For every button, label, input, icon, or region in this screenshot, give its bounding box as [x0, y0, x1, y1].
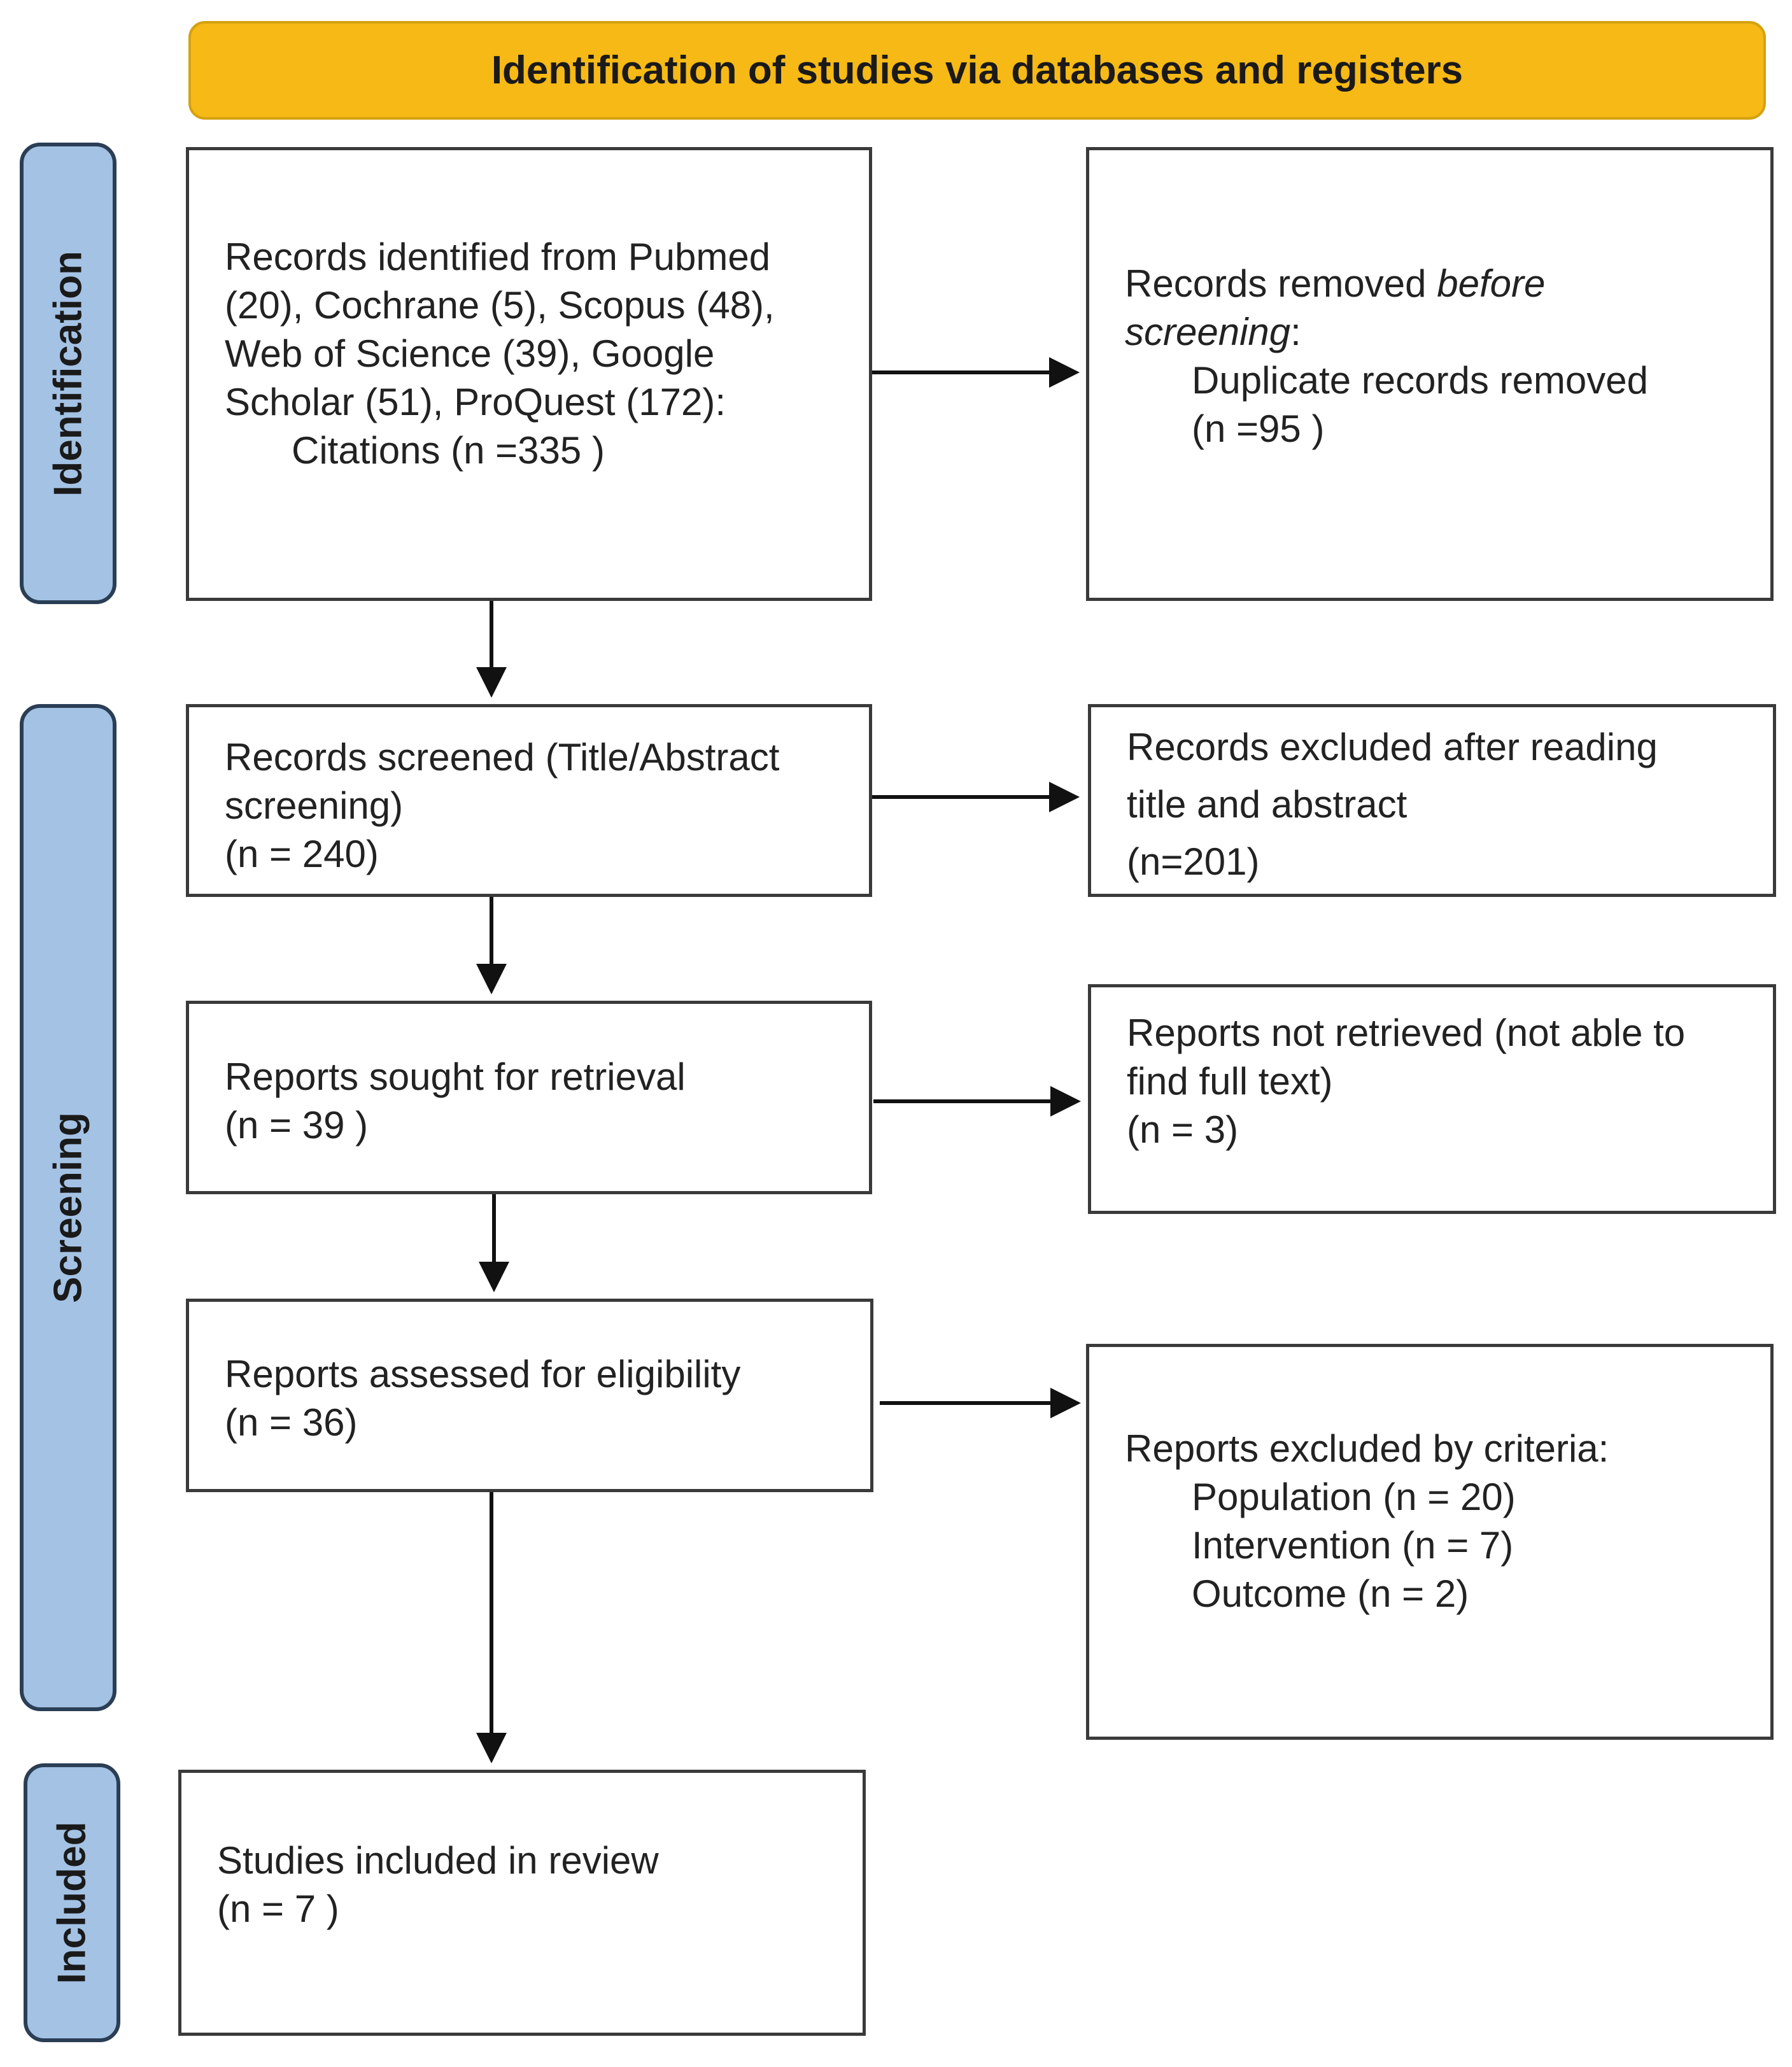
records-identified-line: Records identified from Pubmed [225, 236, 771, 278]
records-excluded-count: (n=201) [1127, 840, 1260, 883]
records-identified-citations: Citations (n =335 ) [292, 429, 605, 472]
records-identified-line: (20), Cochrane (5), Scopus (48), [225, 284, 775, 327]
records-removed-count: (n =95 ) [1192, 407, 1325, 450]
reports-not-retrieved-box: Reports not retrieved (not able to find … [1088, 984, 1776, 1214]
reports-excluded-outcome: Outcome (n = 2) [1192, 1572, 1469, 1615]
records-screened-line: Records screened (Title/Abstract [225, 736, 780, 779]
records-screened-box: Records screened (Title/Abstract screeni… [186, 704, 872, 897]
phase-included: Included [24, 1763, 120, 2042]
records-removed-duplicates: Duplicate records removed [1192, 359, 1648, 402]
phase-screening: Screening [20, 704, 116, 1711]
reports-excluded-heading: Reports excluded by criteria: [1125, 1427, 1609, 1470]
reports-assessed-count: (n = 36) [225, 1401, 358, 1444]
reports-not-retrieved-line: find full text) [1127, 1060, 1333, 1103]
records-excluded-line: Records excluded after reading [1127, 726, 1658, 768]
reports-excluded-intervention: Intervention (n = 7) [1192, 1524, 1514, 1567]
records-removed-line: Records removed before [1125, 260, 1751, 308]
studies-included-box: Studies included in review (n = 7 ) [178, 1770, 866, 2036]
records-removed-box: Records removed before screening: Duplic… [1086, 147, 1774, 601]
records-removed-screening: screening [1125, 311, 1291, 353]
reports-sought-line: Reports sought for retrieval [225, 1055, 686, 1098]
reports-excluded-population: Population (n = 20) [1192, 1476, 1516, 1518]
flow-header: Identification of studies via databases … [188, 21, 1766, 120]
phase-identification: Identification [20, 143, 116, 604]
records-excluded-line: title and abstract [1127, 783, 1407, 826]
records-screened-count: (n = 240) [225, 833, 379, 875]
reports-assessed-box: Reports assessed for eligibility (n = 36… [186, 1299, 873, 1492]
reports-not-retrieved-line: Reports not retrieved (not able to [1127, 1012, 1686, 1054]
records-identified-line: Web of Science (39), Google [225, 332, 715, 375]
records-removed-colon: : [1290, 311, 1301, 353]
records-identified-line: Scholar (51), ProQuest (172): [225, 381, 726, 423]
records-excluded-box: Records excluded after reading title and… [1088, 704, 1776, 897]
records-removed-prefix: Records removed [1125, 262, 1437, 305]
reports-sought-count: (n = 39 ) [225, 1104, 369, 1146]
records-screened-line: screening) [225, 784, 404, 827]
studies-included-line: Studies included in review [217, 1839, 659, 1882]
records-removed-line: screening: [1125, 308, 1751, 356]
studies-included-count: (n = 7 ) [217, 1887, 339, 1930]
reports-sought-box: Reports sought for retrieval (n = 39 ) [186, 1001, 872, 1194]
reports-excluded-box: Reports excluded by criteria: Population… [1086, 1344, 1774, 1740]
flow-header-title: Identification of studies via databases … [491, 48, 1464, 92]
reports-not-retrieved-count: (n = 3) [1127, 1108, 1239, 1151]
records-identified-box: Records identified from Pubmed (20), Coc… [186, 147, 872, 601]
records-removed-before: before [1437, 262, 1546, 305]
reports-assessed-line: Reports assessed for eligibility [225, 1353, 741, 1395]
